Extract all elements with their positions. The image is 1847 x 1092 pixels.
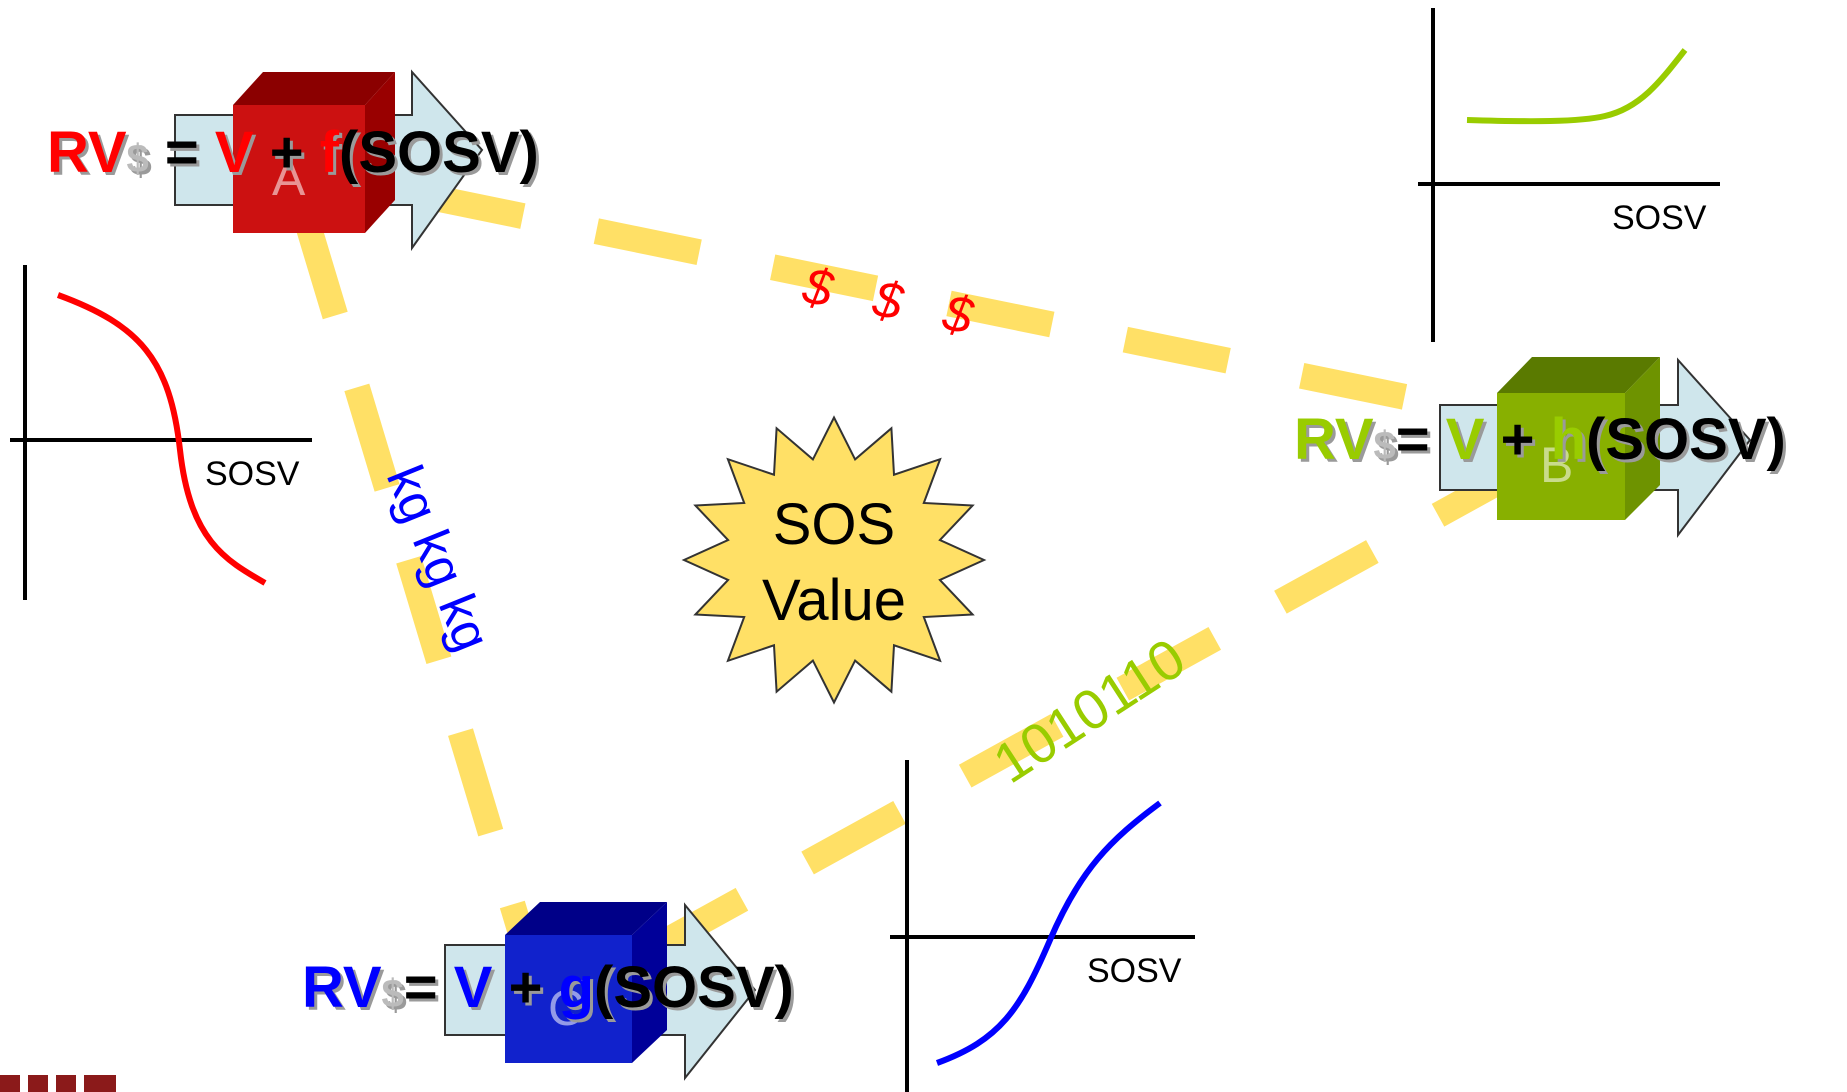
curve-g [935, 800, 1162, 1066]
x-axis-label: SOSV [205, 455, 300, 493]
connectors [292, 182, 1527, 962]
node-a-letter: A [272, 150, 306, 206]
equation-b: RV$= V + h(SOSV) [1294, 407, 1786, 472]
plot-bottom: SOSV [890, 760, 1195, 1092]
node-b-equation: RV$= V + h(SOSV) RV$= V + h(SOSV) [1294, 407, 1789, 475]
node-b-letter: B [1540, 437, 1573, 493]
edge-ab-label: $ $ $ [798, 257, 979, 347]
logo-icon [0, 1075, 116, 1092]
curve-h [1466, 48, 1688, 125]
node-c: C RV$= V + g(SOSV) RV$= V + g(SOSV) [302, 902, 797, 1081]
node-c-letter: C [548, 980, 584, 1036]
node-a-equation: RV$ = V + f(SOSV) RV$ = V + f(SOSV) [47, 120, 542, 188]
equation-shadow: RV$= V + g(SOSV) [305, 958, 797, 1023]
center-line-1: SOS [773, 492, 896, 557]
dollar-symbol: $ [938, 284, 979, 347]
equation-a: RV$ = V + f(SOSV) [47, 120, 539, 185]
equation-shadow: RV$= V + h(SOSV) [1297, 410, 1789, 475]
starburst-icon: SOS Value [681, 415, 987, 705]
cube-icon: B [1497, 357, 1660, 520]
cube-icon: C [505, 902, 667, 1063]
edge-bc-label: 1010110 [982, 626, 1196, 795]
starburst-shape [681, 415, 987, 705]
center-line-2: Value [762, 568, 906, 633]
x-axis-label: SOSV [1612, 199, 1707, 237]
node-b: B RV$= V + h(SOSV) RV$= V + h(SOSV) [1294, 357, 1789, 538]
cube-icon: A [233, 72, 395, 233]
curve-f [56, 292, 267, 586]
x-axis-label: SOSV [1087, 952, 1182, 990]
edge-ac-label: kg kg kg [375, 458, 501, 659]
node-c-equation: RV$= V + g(SOSV) RV$= V + g(SOSV) [302, 955, 797, 1023]
edge-a-c [292, 211, 533, 934]
equation-shadow: RV$ = V + f(SOSV) [50, 123, 542, 188]
equation-c: RV$= V + g(SOSV) [302, 955, 794, 1020]
plot-top-right: SOSV [1418, 8, 1720, 342]
edge-a-b [417, 182, 1423, 413]
plot-left: SOSV [10, 265, 312, 600]
node-a: A RV$ = V + f(SOSV) RV$ = V + f(SOSV) [47, 69, 542, 252]
